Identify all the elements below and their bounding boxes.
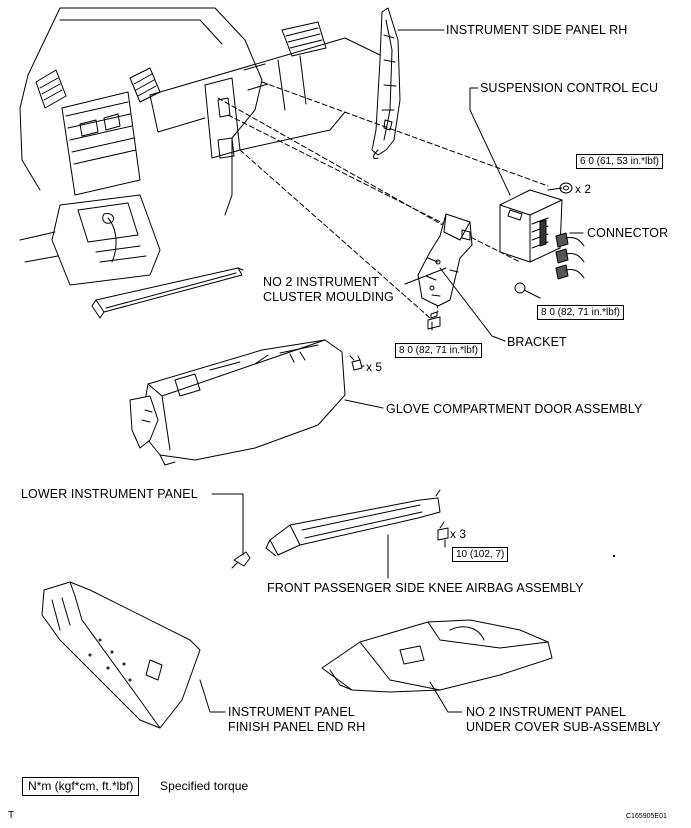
label-finish-panel-line2: FINISH PANEL END RH: [228, 720, 366, 734]
under-cover-drawing: [321, 619, 553, 693]
figure-code: C165905E01: [626, 813, 667, 820]
leader-lines: [199, 29, 584, 713]
label-connector: CONNECTOR: [587, 226, 669, 240]
suspension-control-ecu-drawing: [499, 182, 573, 263]
label-bracket: BRACKET: [507, 335, 567, 349]
label-suspension-control-ecu: SUSPENSION CONTROL ECU: [480, 81, 659, 95]
glove-compartment-drawing: [129, 339, 363, 466]
label-knee-airbag: FRONT PASSENGER SIDE KNEE AIRBAG ASSEMBL…: [267, 581, 584, 595]
qty-glove-screw: x 5: [366, 360, 383, 374]
lower-instrument-panel-drawing: [231, 551, 251, 569]
torque-ecu-nut: 6 0 (61, 53 in.*lbf): [576, 154, 663, 169]
torque-airbag-bolt: 10 (102, 7): [452, 547, 509, 562]
label-instrument-side-panel-rh: INSTRUMENT SIDE PANEL RH: [446, 23, 628, 37]
cluster-moulding-drawing: [91, 267, 244, 319]
bracket-drawing: [417, 213, 526, 330]
legend-torque-box: N*m (kgf*cm, ft.*lbf): [22, 777, 140, 796]
torque-bracket-bolt: 8 0 (82, 71 in.*lbf): [395, 343, 482, 358]
label-glove-compartment: GLOVE COMPARTMENT DOOR ASSEMBLY: [386, 402, 643, 416]
legend-text: Specified torque: [160, 779, 249, 793]
torque-ecu-bolt: 8 0 (82, 71 in.*lbf): [537, 305, 624, 320]
corner-mark: T: [8, 810, 15, 821]
finish-panel-end-drawing: [41, 581, 201, 729]
label-cluster-moulding-line1: NO 2 INSTRUMENT: [263, 275, 380, 289]
instrument-side-panel-rh-drawing: [371, 7, 401, 159]
label-cluster-moulding-line2: CLUSTER MOULDING: [263, 290, 394, 304]
qty-ecu-nut: x 2: [575, 182, 592, 196]
qty-airbag-bolt: x 3: [450, 527, 467, 541]
label-lower-instrument-panel: LOWER INSTRUMENT PANEL: [21, 487, 198, 501]
connector-drawing: [555, 232, 585, 280]
dashboard-drawing: [19, 7, 381, 286]
knee-airbag-drawing: [265, 489, 449, 557]
label-finish-panel-line1: INSTRUMENT PANEL: [228, 705, 355, 719]
label-under-cover-line2: UNDER COVER SUB-ASSEMBLY: [466, 720, 661, 734]
label-under-cover-line1: NO 2 INSTRUMENT PANEL: [466, 705, 626, 719]
